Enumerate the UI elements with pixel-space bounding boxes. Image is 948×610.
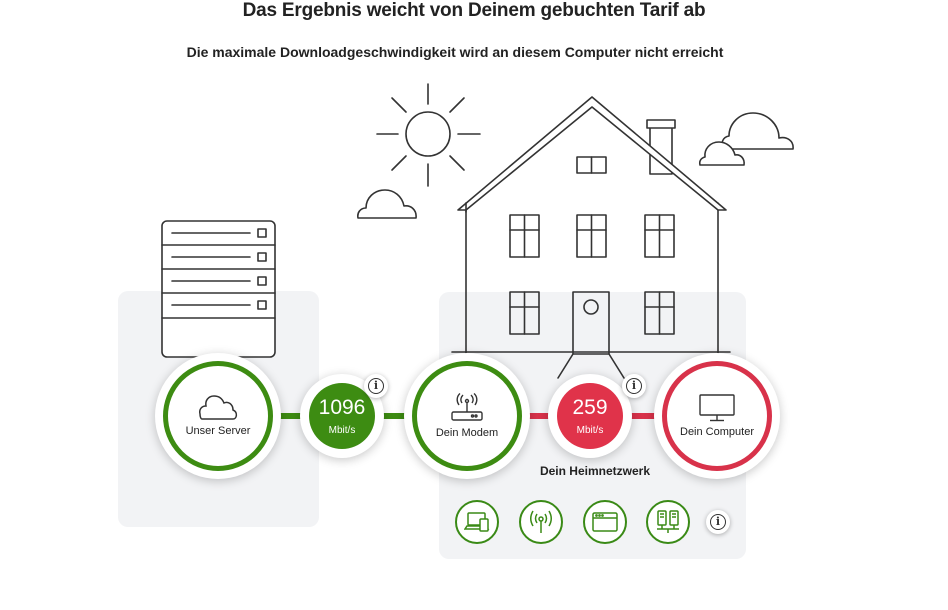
cloud-small-icon: [698, 141, 745, 166]
cloud-icon: [199, 395, 238, 420]
home-speed-node[interactable]: 259 Mbit/s: [548, 374, 632, 458]
house-illustration: [451, 96, 731, 379]
server-rack-illustration: [161, 220, 276, 358]
page-title: Das Ergebnis weicht von Deinem gebuchten…: [242, 0, 706, 21]
home-network-label: Dein Heimnetzwerk: [539, 464, 651, 478]
internet-speed-unit: Mbit/s: [328, 424, 356, 436]
modem-label: Dein Modem: [435, 427, 499, 439]
monitor-icon: [699, 394, 735, 422]
home-speed-value: 259: [572, 395, 608, 419]
laptop-icon: [464, 512, 490, 532]
server-node[interactable]: Unser Server: [155, 353, 281, 479]
internet-speed-value: 1096: [318, 395, 366, 419]
computer-node[interactable]: Dein Computer: [654, 353, 780, 479]
internet-speed-info-button[interactable]: i: [364, 374, 388, 398]
info-icon: i: [710, 514, 726, 530]
device-browser-button[interactable]: [583, 500, 627, 544]
info-icon: i: [626, 378, 642, 394]
wifi-antenna-icon: [530, 510, 552, 533]
home-speed-unit: Mbit/s: [576, 424, 604, 436]
network-devices-icon: [657, 510, 679, 533]
cloud-right-icon: [721, 112, 794, 150]
page-subtitle: Die maximale Downloadgeschwindigkeit wir…: [186, 44, 724, 60]
modem-node[interactable]: Dein Modem: [404, 353, 530, 479]
device-laptop-button[interactable]: [455, 500, 499, 544]
server-label: Unser Server: [185, 425, 251, 437]
info-icon: i: [368, 378, 384, 394]
device-network-button[interactable]: [646, 500, 690, 544]
home-speed-info-button[interactable]: i: [622, 374, 646, 398]
sun-icon: [376, 83, 481, 187]
home-network-info-button[interactable]: i: [706, 510, 730, 534]
browser-window-icon: [592, 512, 618, 532]
device-wifi-button[interactable]: [519, 500, 563, 544]
computer-label: Dein Computer: [680, 426, 754, 438]
cloud-left-icon: [357, 189, 417, 219]
router-icon: [451, 393, 483, 421]
